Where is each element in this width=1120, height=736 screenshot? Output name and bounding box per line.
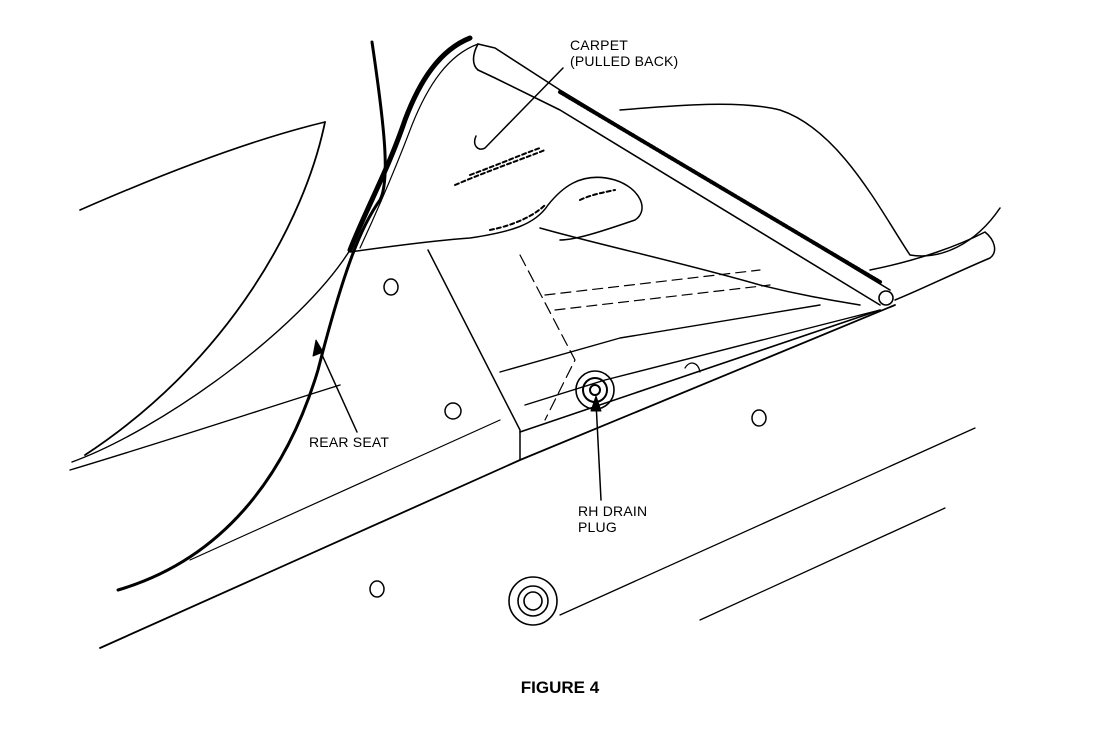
floor-hole	[383, 278, 399, 296]
floor-pan-diag	[519, 254, 576, 421]
rh-drain-plug-inner	[589, 384, 601, 396]
sill-fuzzy-edge	[558, 90, 882, 284]
floor-bump	[684, 362, 701, 373]
floor-hole	[369, 580, 385, 598]
floor-hole	[751, 409, 767, 427]
floor-hole	[444, 402, 462, 420]
figure-caption: FIGURE 4	[520, 678, 600, 697]
drain-plug-label-line1: RH DRAIN	[578, 503, 648, 519]
floor-crease-lowest	[699, 507, 946, 621]
upper-body-contour	[79, 121, 326, 211]
floor-crease	[189, 419, 501, 561]
floor-pan-channel	[544, 269, 771, 311]
carpet-left-edge-inner	[359, 43, 479, 249]
carpet-label-line1: CARPET	[570, 37, 628, 53]
drain-leader-line	[595, 401, 602, 501]
rear-seat-label: REAR SEAT	[309, 434, 390, 450]
quarter-panel-curve	[619, 103, 1001, 257]
carpet-left-edge	[347, 35, 473, 253]
seat-inner-contour	[71, 249, 351, 463]
drain-plug-label-line2: PLUG	[578, 519, 617, 535]
carpet-leader-line	[473, 67, 564, 150]
quarter-panel-lower	[869, 231, 996, 301]
door-sill-strip-bottom	[477, 69, 881, 306]
carpet-label-line2: (PULLED BACK)	[570, 53, 679, 69]
floor-crease-lower	[559, 427, 976, 616]
rear-seat-leader-line	[317, 345, 358, 433]
rear-seat-edge	[116, 40, 387, 592]
sill-end-cap	[878, 290, 894, 306]
carpet-texture	[454, 147, 616, 231]
floor-pan-ridge	[499, 304, 821, 373]
lower-drain-plug-outer	[508, 576, 558, 626]
floor-pan-left-wall	[427, 249, 521, 461]
carpet-lower-edge	[539, 227, 861, 306]
left-lower-contour	[69, 384, 341, 471]
rocker-bottom	[99, 304, 896, 649]
lower-drain-plug-inner	[523, 591, 543, 611]
rear-seat-outer-edge	[84, 121, 326, 456]
floor-pan-ridge-2	[524, 309, 881, 406]
lower-drain-plug-middle	[517, 585, 549, 617]
carpet-fold	[349, 176, 643, 253]
drain-arrowhead	[590, 395, 602, 412]
rear-seat-arrowhead	[312, 339, 324, 357]
sill-end	[472, 43, 479, 71]
